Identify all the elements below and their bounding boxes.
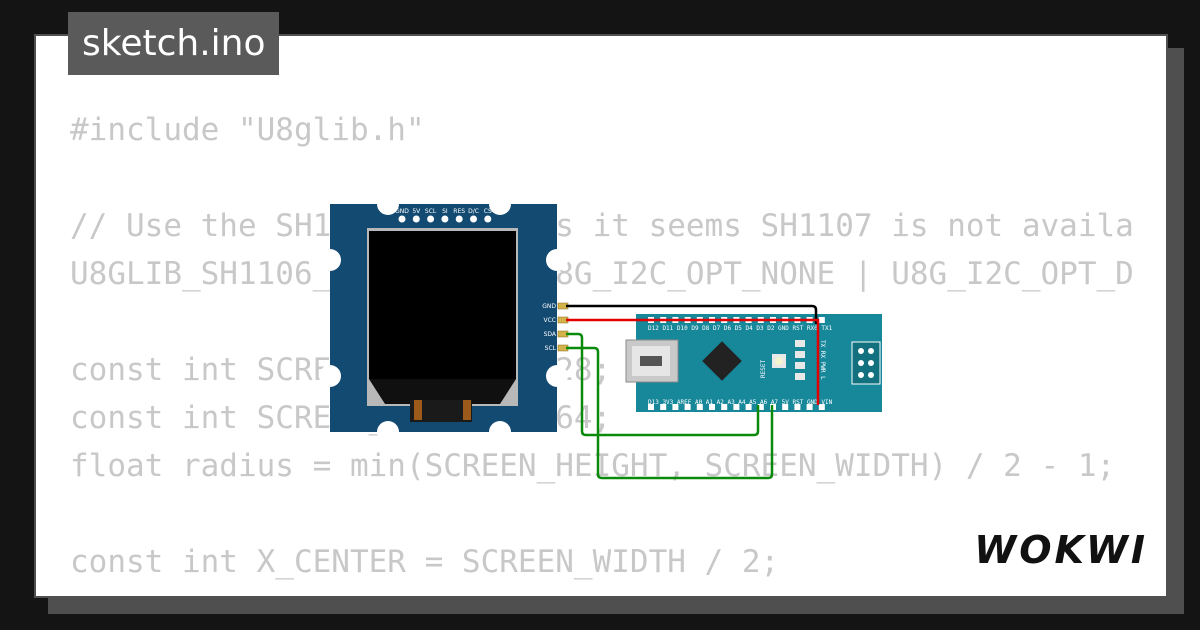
file-tab[interactable]: sketch.ino: [68, 12, 280, 75]
nano-pin[interactable]: [818, 317, 825, 323]
oled-header-pin-label: 5V: [412, 208, 421, 215]
wire-gnd: [566, 304, 818, 324]
oled-connector-pad-right: [463, 400, 471, 420]
reset-label: RESET: [760, 360, 767, 378]
microcontroller-chip: [702, 341, 742, 381]
icsp-pin[interactable]: [858, 348, 864, 354]
wire-scl: [566, 346, 774, 480]
oled-ribbon: [369, 379, 516, 404]
led-labels: TX RX PWR L: [819, 340, 826, 380]
oled-header-pin[interactable]: [441, 215, 449, 223]
mount-hole-left-bottom: [319, 365, 341, 387]
code-line: #include "U8glib.h": [70, 112, 425, 148]
nano-pin[interactable]: [733, 404, 740, 410]
oled-header-pin[interactable]: [412, 215, 420, 223]
code-line: const int Y_CENTER = SCREEN_HEIGHT / 2;: [70, 586, 1132, 596]
oled-header-pin-label: SCL: [425, 208, 437, 215]
mount-hole-top-left: [377, 193, 399, 215]
oled-header-pin[interactable]: [455, 215, 463, 223]
oled-side-pin-label: SCL: [545, 345, 557, 352]
wokwi-logo: WOKWI: [974, 528, 1148, 572]
nano-pin[interactable]: [696, 404, 703, 410]
usb-port: [640, 356, 662, 366]
oled-header-pin-label: RES: [453, 208, 465, 215]
oled-header-pin-label: GND: [395, 208, 409, 215]
nano-pin[interactable]: [782, 404, 789, 410]
wire-vcc: [566, 318, 820, 405]
icsp-pin[interactable]: [868, 372, 874, 378]
oled-side-pins: GND VCC SDA SCL: [542, 302, 569, 352]
nano-pin[interactable]: [684, 404, 691, 410]
code-line: const int X_CENTER = SCREEN_WIDTH / 2;: [70, 544, 780, 580]
led-tx: [795, 340, 805, 347]
code-card: #include "U8glib.h"// Use the SH1106 dri…: [34, 34, 1168, 598]
oled-header-pin-label: D/C: [468, 208, 479, 215]
nano-top-row-label: D12 D11 D10 D9 D8 D7 D6 D5 D4 D3 D2 GND …: [648, 325, 833, 332]
mount-hole-right-bottom: [546, 365, 568, 387]
led-l: [795, 373, 805, 380]
oled-header-pin-label: SI: [442, 208, 448, 215]
oled-side-pin-label: GND: [542, 303, 556, 310]
wire-sda: [566, 332, 760, 437]
nano-pin[interactable]: [672, 404, 679, 410]
icsp-pins: [858, 348, 874, 378]
oled-header-pin-label: CS: [484, 208, 492, 215]
icsp-pin[interactable]: [868, 348, 874, 354]
nano-bottom-row-label: D13 3V3 AREF A0 A1 A2 A3 A4 A5 A6 A7 5V …: [648, 399, 833, 406]
icsp-pin[interactable]: [858, 372, 864, 378]
nano-pin[interactable]: [818, 404, 825, 410]
oled-connector: [410, 400, 472, 422]
nano-pin[interactable]: [806, 404, 813, 410]
reset-button-cap: [775, 357, 783, 365]
oled-connector-pad-left: [414, 400, 422, 420]
oled-header-pin[interactable]: [470, 215, 477, 223]
mount-hole-bottom-right: [489, 421, 511, 443]
led-pwr: [795, 362, 805, 369]
icsp-pin[interactable]: [868, 360, 874, 366]
code-editor: #include "U8glib.h"// Use the SH1106 dri…: [70, 106, 1132, 596]
nano-pin[interactable]: [660, 404, 667, 410]
arduino-nano[interactable]: D12 D11 D10 D9 D8 D7 D6 D5 D4 D3 D2 GND …: [625, 314, 882, 412]
nano-pin[interactable]: [648, 404, 654, 410]
mount-hole-bottom-left: [377, 421, 399, 443]
oled-side-pin-label: VCC: [544, 317, 556, 324]
mount-hole-right-top: [546, 249, 568, 271]
icsp-pin[interactable]: [858, 360, 864, 366]
mount-hole-top-right: [489, 193, 511, 215]
nano-pin[interactable]: [721, 404, 728, 410]
mount-hole-left-top: [319, 249, 341, 271]
oled-side-pin-label: SDA: [544, 331, 557, 338]
led-rx: [795, 351, 805, 358]
nano-pin[interactable]: [794, 404, 801, 410]
nano-pin[interactable]: [757, 404, 764, 410]
nano-pin[interactable]: [745, 404, 752, 410]
oled-header-pin[interactable]: [484, 215, 492, 223]
oled-header-pin[interactable]: [427, 215, 435, 223]
oled-header-pin[interactable]: [398, 215, 406, 223]
nano-pin[interactable]: [709, 404, 715, 410]
wires: [566, 304, 820, 480]
oled-screen: [369, 231, 516, 379]
icsp-header: [851, 341, 881, 385]
